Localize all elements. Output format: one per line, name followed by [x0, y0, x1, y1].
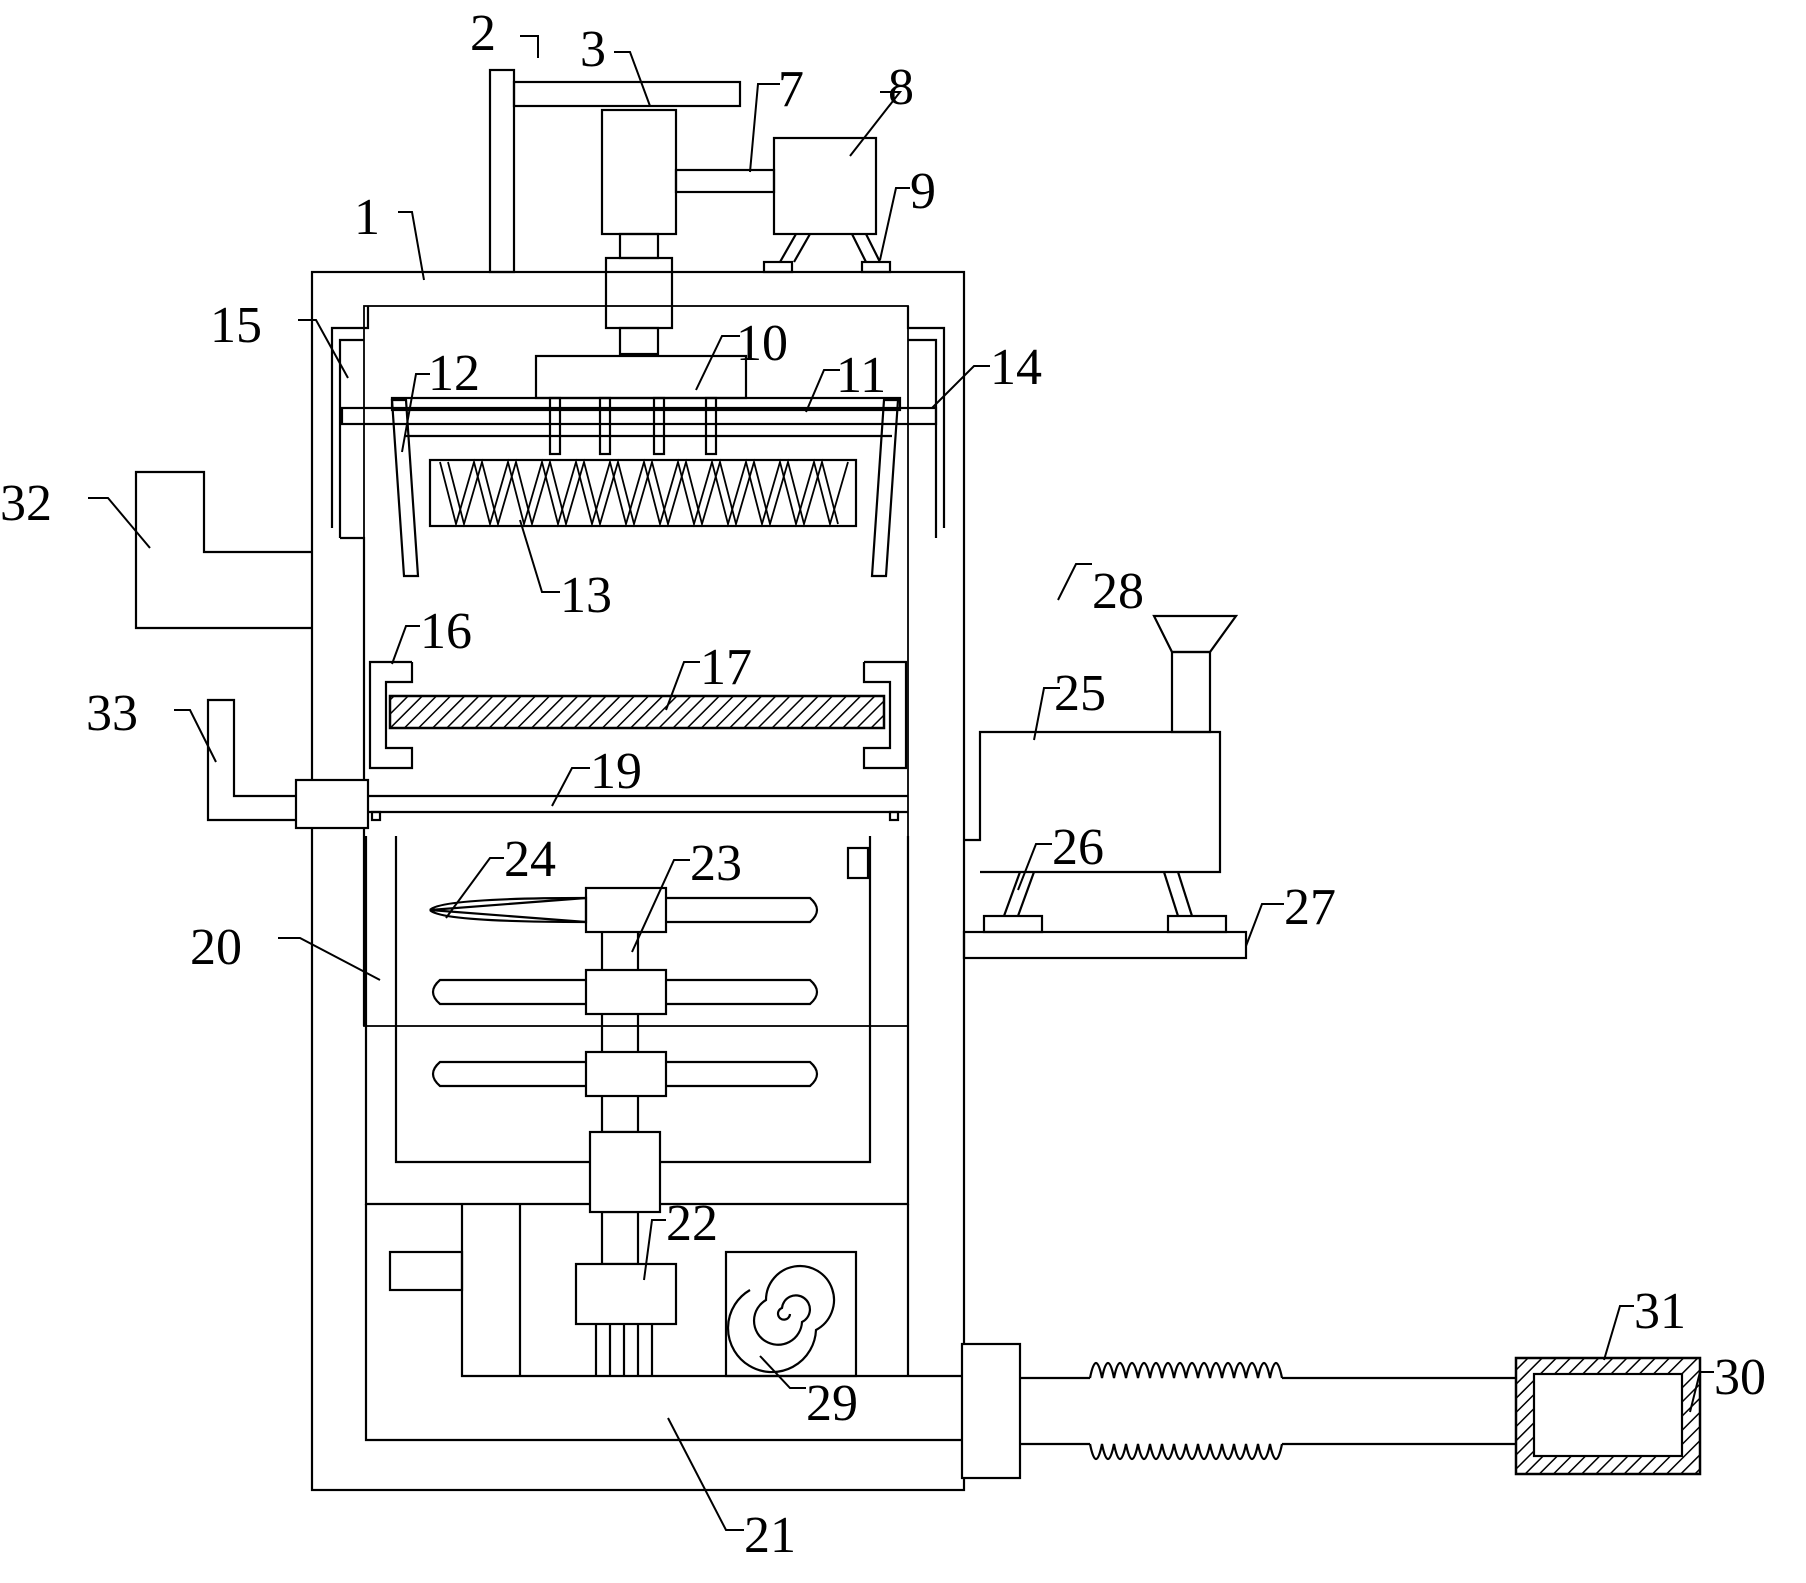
- callout-10: 10: [736, 315, 788, 372]
- spiral-crushing-roller: [428, 458, 858, 528]
- callout-14: 14: [990, 339, 1042, 396]
- callout-22: 22: [666, 1195, 718, 1252]
- upper-chamber-frame: [330, 306, 946, 1026]
- stirring-shaft: [584, 886, 668, 1266]
- transmission-shaft: [674, 168, 776, 194]
- top-drive-motor: [600, 108, 678, 356]
- callout-16: 16: [420, 603, 472, 660]
- feeding-unit: [964, 614, 1239, 874]
- callout-25: 25: [1054, 665, 1106, 722]
- callout-21: 21: [744, 1507, 796, 1564]
- callout-26: 26: [1052, 819, 1104, 876]
- callout-11: 11: [836, 347, 886, 404]
- outlet-connector: [960, 1342, 1516, 1480]
- callout-labels: 1 2 3 7 8 9 10 11 12 13 14 15 16 17 19 2…: [0, 5, 1766, 1564]
- callout-7: 7: [778, 61, 804, 118]
- side-inlet-hopper: [134, 470, 312, 630]
- top-support-arm: [488, 68, 742, 274]
- callout-30: 30: [1714, 1349, 1766, 1406]
- callout-3: 3: [580, 21, 606, 78]
- stirring-blades: [429, 896, 819, 1088]
- callout-33: 33: [86, 685, 138, 742]
- callout-24: 24: [504, 831, 556, 888]
- callout-1: 1: [354, 189, 380, 246]
- swing-arms: [390, 398, 900, 578]
- callout-20: 20: [190, 919, 242, 976]
- callout-12: 12: [428, 345, 480, 402]
- auxiliary-motor: [762, 136, 892, 274]
- stirring-motor: [574, 1262, 678, 1376]
- pressing-plate: [534, 354, 748, 456]
- callout-13: 13: [560, 567, 612, 624]
- callout-2: 2: [470, 5, 496, 62]
- collection-box: [1514, 1356, 1702, 1476]
- heating-coil: [724, 1250, 858, 1378]
- callout-8: 8: [888, 59, 914, 116]
- leader-lines: [88, 35, 1714, 1531]
- filter-plate: [388, 694, 886, 730]
- delivery-pipe: [206, 698, 908, 830]
- callout-23: 23: [690, 835, 742, 892]
- filter-slots: [368, 660, 908, 770]
- callout-15: 15: [210, 297, 262, 354]
- feeding-unit-mounts: [982, 871, 1228, 934]
- callout-19: 19: [590, 743, 642, 800]
- callout-9: 9: [910, 163, 936, 220]
- callout-32: 32: [0, 475, 52, 532]
- callout-17: 17: [700, 639, 752, 696]
- callout-29: 29: [806, 1375, 858, 1432]
- callout-28: 28: [1092, 563, 1144, 620]
- side-bracket: [962, 930, 1248, 960]
- callout-31: 31: [1634, 1283, 1686, 1340]
- callout-27: 27: [1284, 879, 1336, 936]
